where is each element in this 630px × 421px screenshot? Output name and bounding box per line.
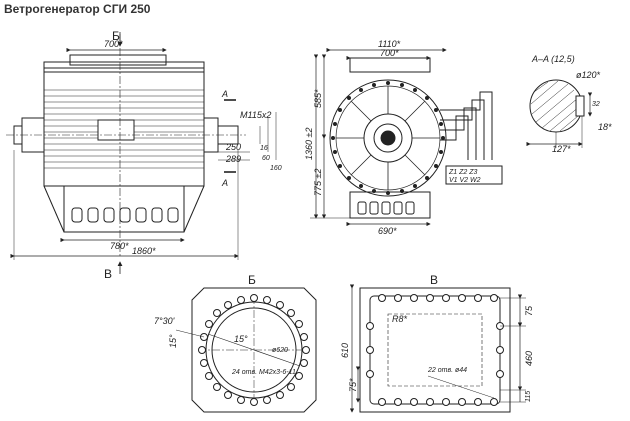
shaft-centre: [380, 130, 396, 146]
front-dim-780: 780*: [110, 241, 129, 251]
view-b-diameter: ø620: [272, 347, 288, 354]
cooling-fins: [44, 89, 204, 169]
view-b-holes: 24 отв. M42x3-6-11: [231, 369, 296, 376]
front-dim-160: 160: [270, 165, 282, 172]
flange-plate: [191, 287, 317, 413]
view-v-dim-75-top: 75: [524, 305, 534, 316]
section-dim-127: 127*: [552, 144, 571, 154]
side-dim-1110: 1110*: [378, 39, 401, 49]
view-v-dim-115: 115: [525, 391, 532, 402]
view-b-label: Б: [248, 273, 256, 287]
stator-bolt-ring: [331, 81, 445, 195]
shaft-section-circle: [529, 79, 583, 133]
mounting-base: [63, 185, 185, 233]
terminal-label-1: Z1 Z2 Z3: [448, 169, 478, 176]
keyway: [575, 95, 585, 117]
housing-top-rim: [43, 61, 205, 73]
side-dim-585: 585*: [313, 89, 323, 108]
section-title: A–A (12,5): [531, 54, 575, 64]
section-dim-32: 32: [592, 101, 600, 108]
view-b-angle-2: 15°: [168, 334, 178, 348]
base-bolt-pockets: [71, 207, 179, 223]
label-a-top: A: [221, 89, 228, 99]
view-v-dim-75-left: 75*: [348, 378, 358, 392]
front-dim-m115: M115x2: [240, 110, 271, 120]
top-bracket: [69, 54, 167, 66]
page-title: Ветрогенератор СГИ 250: [4, 2, 151, 16]
terminal-label-2: V1 V2 W2: [449, 177, 481, 184]
view-v-radius: R8*: [392, 314, 408, 324]
front-dim-16: 16: [260, 145, 268, 152]
side-dim-1360: 1360 ±2: [304, 128, 314, 160]
side-top-bracket: [349, 57, 431, 73]
view-v: [349, 284, 526, 413]
side-base-pockets: [357, 201, 415, 215]
base-plate-inner: [369, 295, 501, 405]
label-b-arrow: Б: [112, 29, 120, 43]
front-dim-60: 60: [262, 155, 270, 162]
section-a-a: [526, 79, 593, 148]
section-dim-diameter: ø120*: [576, 70, 601, 80]
view-b-angle-3: 15°: [234, 334, 248, 344]
front-dim-250: 250: [225, 142, 241, 152]
view-v-label: В: [430, 273, 438, 287]
cable-conduits: [440, 91, 493, 160]
terminal-box: [445, 165, 503, 185]
b-diameter-line: [207, 333, 301, 367]
hub-inner: [373, 123, 403, 153]
stator-spokes: [336, 86, 440, 190]
nameplate: [97, 119, 135, 141]
view-v-holes: 22 отв. ø44: [427, 367, 467, 374]
section-dim-18: 18*: [598, 122, 612, 132]
front-view: [6, 32, 277, 274]
side-base: [349, 191, 431, 219]
view-b: [175, 287, 317, 413]
side-dim-775: 775 ±2: [313, 169, 323, 196]
side-dim-700: 700*: [380, 48, 399, 58]
section-hatching: [530, 80, 581, 132]
base-opening: [387, 313, 483, 387]
side-dim-690: 690*: [378, 226, 397, 236]
front-dim-289: 289: [225, 154, 241, 164]
base-plate-holes: [366, 294, 504, 406]
view-b-angle-1: 7°30': [154, 316, 175, 326]
view-v-dim-460: 460: [524, 351, 534, 366]
base-plate: [359, 287, 511, 413]
label-v-arrow: В: [104, 267, 112, 281]
view-v-dim-610: 610: [340, 343, 350, 358]
front-dim-700: 700*: [104, 39, 123, 49]
label-a-bottom: A: [221, 178, 228, 188]
front-dim-1860: 1860*: [132, 246, 156, 256]
stator-ring: [329, 79, 447, 197]
flange-bolt-holes: [198, 294, 310, 406]
side-view: [310, 47, 503, 227]
